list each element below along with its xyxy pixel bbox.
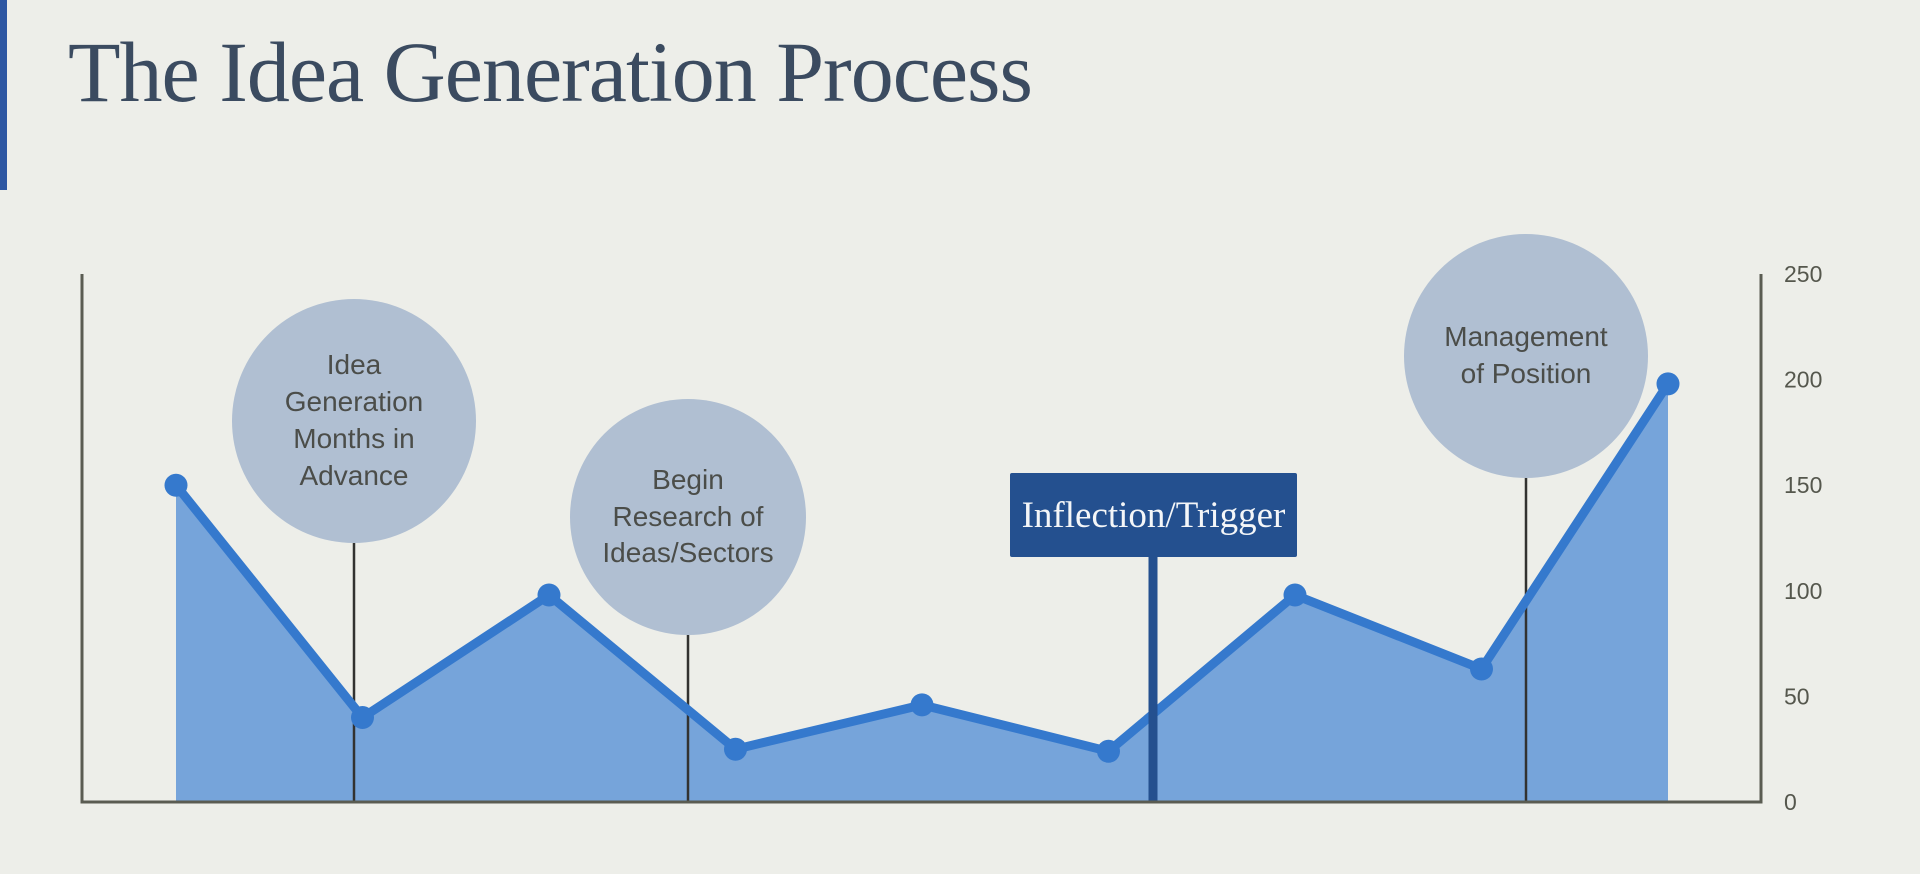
data-point-dot: [164, 473, 188, 497]
data-point-dot: [1283, 583, 1307, 607]
y-axis-tick-label: 100: [1784, 578, 1822, 604]
annotation-circle-idea-generation: Idea Generation Months in Advance: [232, 299, 476, 543]
inflection-trigger-badge: Inflection/Trigger: [1010, 473, 1297, 557]
annotation-circle-management-position: Management of Position: [1404, 234, 1648, 478]
data-point-dot: [1656, 372, 1680, 396]
annotation-circle-begin-research-label: Begin Research of Ideas/Sectors: [602, 463, 774, 569]
y-axis-tick-label: 200: [1784, 367, 1822, 393]
y-axis-tick-label: 150: [1784, 472, 1822, 498]
title-accent-bar: [0, 0, 7, 190]
data-point-dot: [1097, 739, 1120, 763]
y-axis-tick-label: 0: [1784, 789, 1797, 815]
annotation-circle-begin-research: Begin Research of Ideas/Sectors: [570, 399, 806, 635]
data-point-dot: [724, 737, 747, 761]
annotation-circle-idea-generation-label: Idea Generation Months in Advance: [284, 349, 424, 491]
y-axis-tick-label: 50: [1784, 683, 1810, 709]
area-fill: [176, 383, 1668, 802]
data-point-dot: [537, 583, 561, 607]
page-title: The Idea Generation Process: [68, 24, 1033, 120]
data-point-dot: [910, 693, 934, 717]
data-point-dot: [1470, 657, 1493, 681]
inflection-trigger-label: Inflection/Trigger: [1021, 494, 1286, 536]
y-axis-tick-label: 250: [1784, 261, 1822, 287]
annotation-circle-management-position-label: Management of Position: [1444, 321, 1608, 389]
data-point-dot: [351, 706, 374, 730]
